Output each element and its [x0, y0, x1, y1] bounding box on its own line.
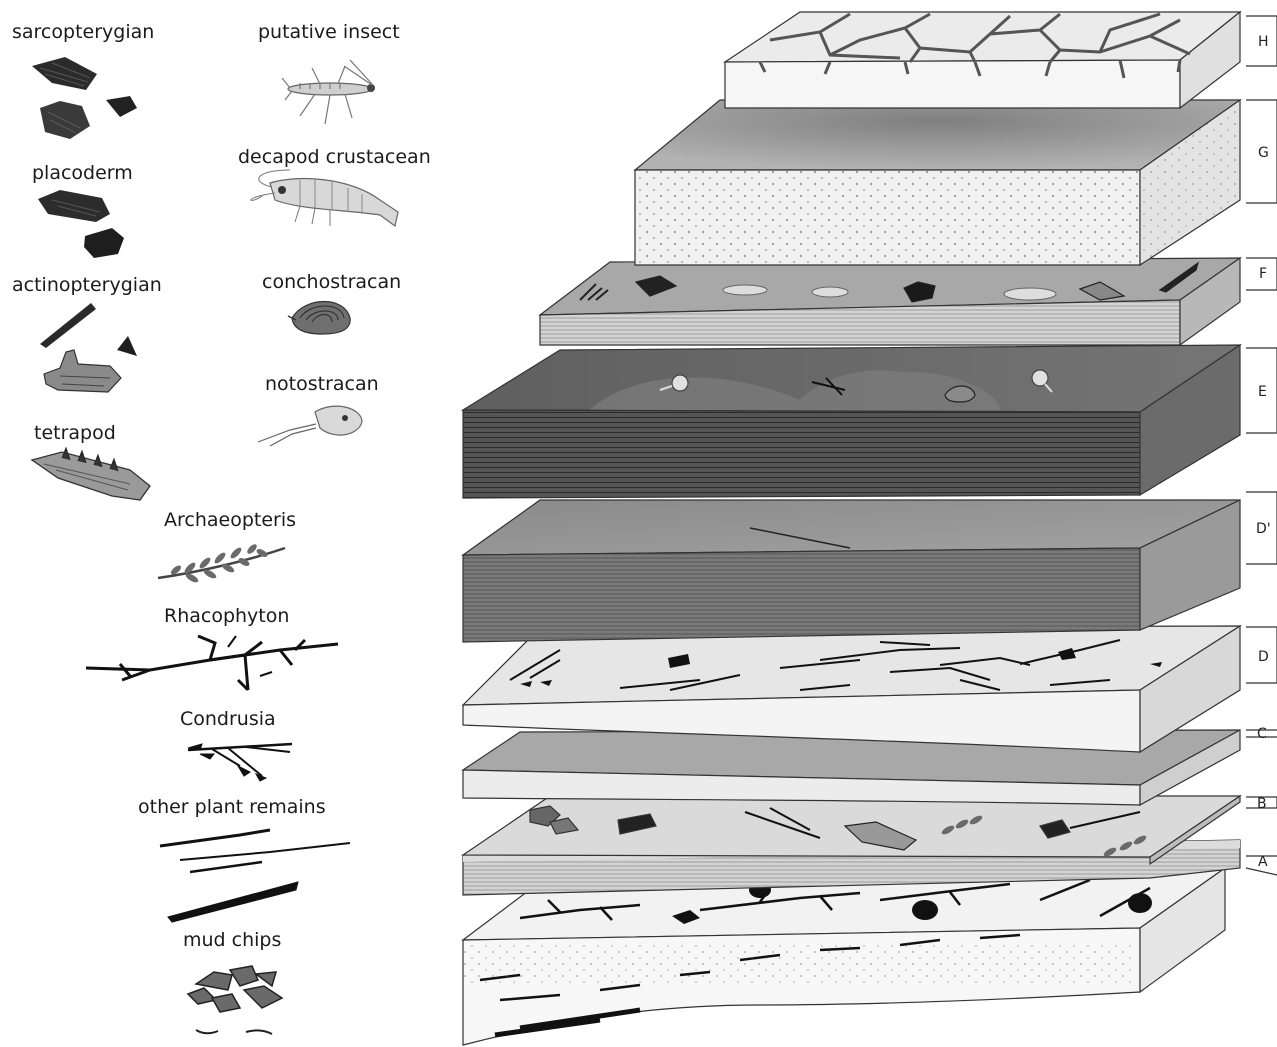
label-sarcopterygian: sarcopterygian — [12, 21, 154, 43]
plant-remains-icon — [160, 830, 350, 922]
label-mud-chips: mud chips — [183, 929, 281, 951]
label-other-plant-remains: other plant remains — [138, 796, 326, 818]
bed-label-F: F — [1259, 266, 1267, 282]
bed-label-A: A — [1258, 854, 1268, 870]
bed-label-D-prime: D' — [1256, 521, 1271, 537]
label-placoderm: placoderm — [32, 162, 133, 184]
actinopterygian-icon — [40, 303, 137, 392]
bed-H — [725, 12, 1240, 108]
label-notostracan: notostracan — [265, 373, 379, 395]
bed-label-E: E — [1258, 384, 1267, 400]
label-putative-insect: putative insect — [258, 21, 400, 43]
bed-stack — [463, 12, 1240, 1045]
placoderm-plate-icon — [38, 190, 124, 258]
bed-label-H: H — [1258, 34, 1269, 50]
bed-G — [635, 100, 1240, 265]
sarcopterygian-scale-icon — [32, 57, 137, 139]
bed-label-B: B — [1257, 796, 1267, 812]
condrusia-icon — [188, 744, 292, 781]
label-condrusia: Condrusia — [180, 708, 276, 730]
archaeopteris-frond-icon — [158, 543, 285, 584]
bed-D-prime — [463, 500, 1240, 642]
label-actinopterygian: actinopterygian — [12, 274, 162, 296]
insect-icon — [282, 60, 375, 124]
label-decapod-crustacean: decapod crustacean — [238, 146, 431, 168]
legend: sarcopterygian putative insect placoderm… — [12, 21, 431, 1034]
bed-label-C: C — [1257, 726, 1267, 742]
rhacophyton-branch-icon — [86, 636, 338, 690]
bed-basal — [463, 868, 1225, 1045]
tetrapod-jaw-icon — [32, 448, 150, 500]
bed-labels: H G F E D' D C B A — [1246, 16, 1277, 875]
bed-label-G: G — [1258, 145, 1269, 161]
label-archaeopteris: Archaeopteris — [164, 509, 296, 531]
mud-chips-icon — [188, 966, 282, 1034]
label-rhacophyton: Rhacophyton — [164, 605, 289, 627]
label-tetrapod: tetrapod — [34, 422, 116, 444]
bed-F — [540, 258, 1240, 345]
label-conchostracan: conchostracan — [262, 271, 401, 293]
notostracan-icon — [258, 406, 362, 446]
decapod-crustacean-icon — [251, 170, 398, 226]
conchostracan-shell-icon — [288, 302, 350, 335]
bed-label-D: D — [1258, 649, 1269, 665]
bed-E — [463, 345, 1240, 498]
bed-B — [463, 796, 1240, 864]
